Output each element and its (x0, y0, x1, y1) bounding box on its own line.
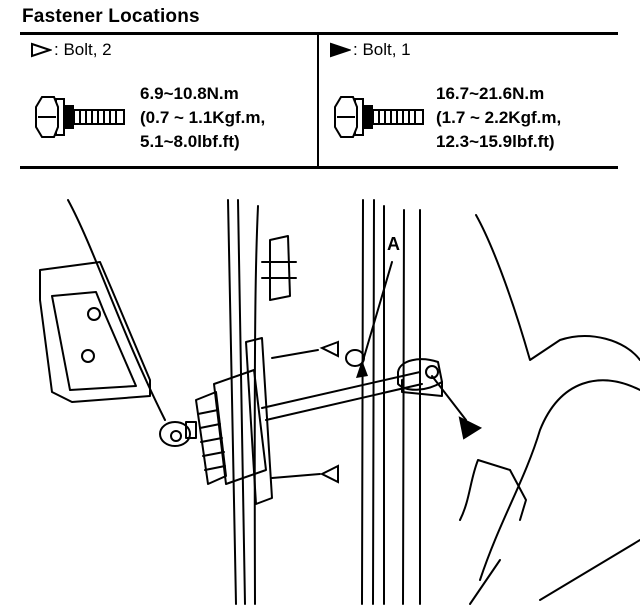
body-pillar (361, 199, 421, 605)
torque-kgfm: (0.7 ~ 1.1Kgf.m, (140, 108, 266, 127)
fastener-cell-bolt-2: : Bolt, 2 6.9~10.8N.m (0.7 ~ 1.1Kgf.m, 5… (20, 35, 317, 166)
leader-arm-bolt (431, 375, 467, 421)
fastener-label: : Bolt, 2 (54, 40, 112, 59)
upper-bracket (269, 235, 291, 301)
filled-triangle-icon (330, 42, 351, 58)
table-divider (317, 35, 319, 166)
open-triangle-marker-lower (319, 464, 339, 484)
checker-arm (261, 371, 423, 421)
torque-spec: 16.7~21.6N.m (1.7 ~ 2.2Kgf.m, 12.3~15.9l… (436, 82, 561, 154)
door-panel-inner (51, 291, 137, 391)
filled-triangle-marker (458, 416, 483, 440)
leader-a (361, 261, 393, 365)
fastener-cell-bolt-1: : Bolt, 1 16.7~21.6N.m (1.7 ~ 2.2Kgf.m, … (319, 35, 618, 166)
torque-nm: 6.9~10.8N.m (140, 84, 239, 103)
torque-lbfft: 5.1~8.0lbf.ft) (140, 132, 240, 151)
panel-hole-1 (87, 307, 101, 321)
door-checker-diagram (39, 199, 640, 605)
fastener-header: : Bolt, 1 (329, 40, 411, 60)
bolt-icon (35, 96, 125, 138)
callout-label-a: A (387, 234, 400, 254)
torque-lbfft: 12.3~15.9lbf.ft) (436, 132, 555, 151)
bolt-icon (334, 96, 424, 138)
right-body-contour (475, 214, 640, 361)
torque-spec: 6.9~10.8N.m (0.7 ~ 1.1Kgf.m, 5.1~8.0lbf.… (140, 82, 265, 154)
leader-lower-bolt (271, 473, 321, 479)
fastener-header: : Bolt, 2 (30, 40, 112, 60)
page-title: Fastener Locations (22, 6, 200, 27)
open-triangle-icon (31, 42, 52, 58)
door-panel-outline (39, 199, 166, 421)
leader-upper-bolt (271, 349, 319, 359)
checker-plate (245, 337, 273, 505)
door-edge (227, 199, 237, 605)
fastener-table: : Bolt, 2 6.9~10.8N.m (0.7 ~ 1.1Kgf.m, 5… (20, 32, 618, 169)
grommet (159, 421, 191, 447)
fastener-label: : Bolt, 1 (353, 40, 411, 59)
panel-hole-2 (81, 349, 95, 363)
torque-kgfm: (1.7 ~ 2.2Kgf.m, (436, 108, 562, 127)
torque-nm: 16.7~21.6N.m (436, 84, 545, 103)
checker-stud (185, 421, 197, 439)
leader-a-arrowhead (356, 360, 368, 378)
open-triangle-marker-upper (319, 340, 339, 358)
